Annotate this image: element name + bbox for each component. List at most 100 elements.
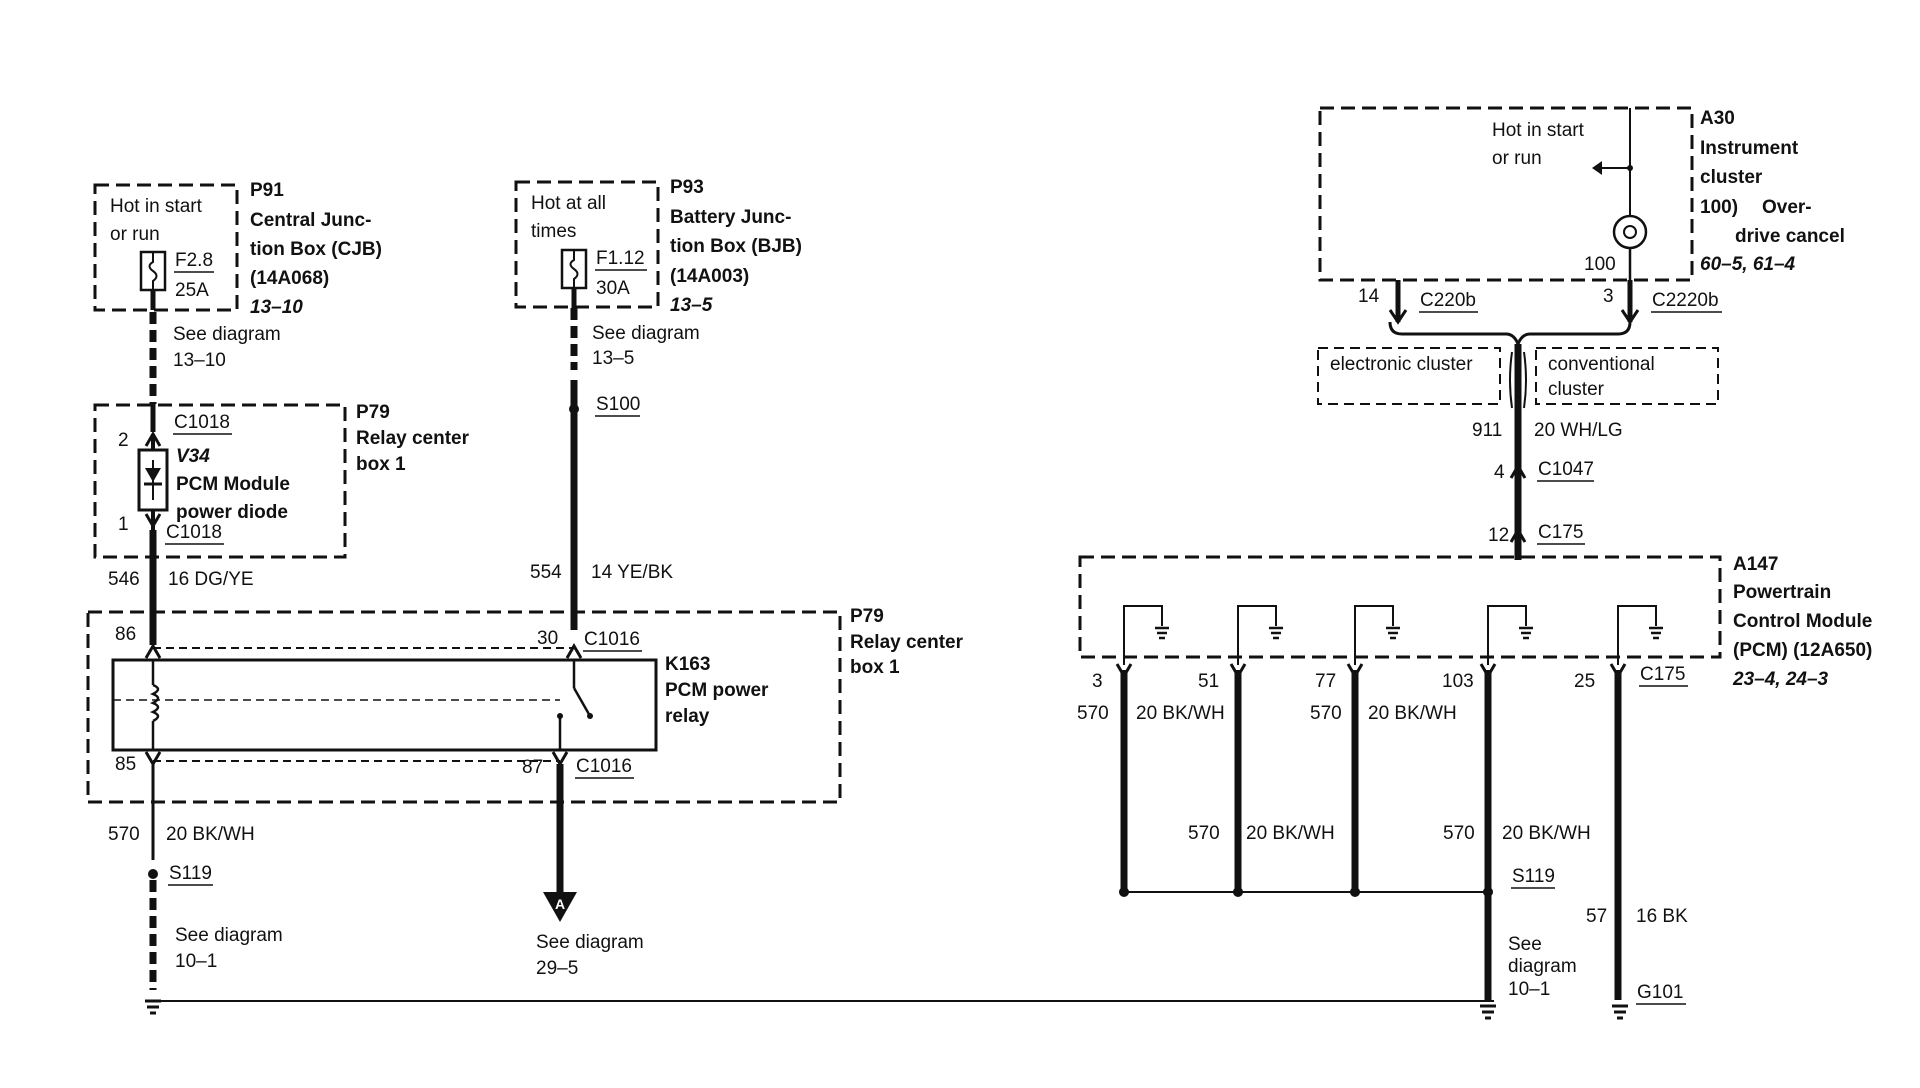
p93-name-1: Battery Junc-: [670, 207, 791, 228]
a30-ref: 60–5, 61–4: [1700, 254, 1796, 275]
pcm-internal-ground-icon: [1487, 605, 1533, 665]
ground-right-icons: [1480, 1004, 1628, 1020]
diode-pin-top: 2: [118, 430, 129, 451]
p93-part-number: (14A003): [670, 266, 749, 287]
cluster-options: electronic cluster conventional cluster: [1317, 347, 1719, 409]
wire-570-left: 570 20 BK/WH S119 See diagram 10–1: [108, 762, 1494, 1015]
a147-title: A147: [1733, 554, 1778, 575]
c1047-label: C1047: [1538, 459, 1594, 480]
s100-splice-label: S100: [596, 394, 640, 415]
p91-name-1: Central Junc-: [250, 210, 371, 231]
p93-fuse-element-icon: [569, 250, 579, 288]
p93-title: P93: [670, 177, 704, 198]
left-see-diagram: See diagram: [175, 925, 283, 946]
a147-name-2: Control Module: [1733, 611, 1872, 632]
pcm-wire-570-a-spec: 20 BK/WH: [1136, 703, 1225, 724]
g101-wire-spec: 16 BK: [1636, 906, 1688, 927]
p79a-title: P79: [356, 402, 390, 423]
wire-911: 911 20 WH/LG 4 C1047 12 C175: [1472, 344, 1623, 560]
c2220b-label: C2220b: [1652, 290, 1719, 311]
diode-id: V34: [176, 446, 210, 467]
a30-instrument-cluster: Hot in start or run 100 A30 Instrument c…: [1318, 106, 1845, 349]
relay-switch-icon: [572, 687, 592, 717]
wire-554-number: 554: [530, 562, 562, 583]
c1047-chevron-icon: [1509, 463, 1527, 479]
p79-diode-box: C1018 2 V34 PCM Module power diode 1 C10…: [93, 402, 470, 559]
pcm-internal-ground-icon: [1123, 605, 1169, 665]
wire-911-number: 911: [1472, 420, 1502, 441]
wire-546: 546 16 DG/YE: [108, 530, 254, 645]
p93-fuse-rating: 30A: [596, 278, 630, 299]
pcm-wire-570-c-number: 570: [1188, 823, 1220, 844]
ground-s119-icon: [1480, 1004, 1496, 1020]
diode-name-1: PCM Module: [176, 474, 290, 495]
pcm-pin-51: 51: [1198, 671, 1219, 692]
p79a-name-2: box 1: [356, 454, 406, 475]
pcm-see-line-3: 10–1: [1508, 979, 1550, 1000]
relay-coil-icon: [149, 683, 160, 723]
p79b-name-2: box 1: [850, 657, 900, 678]
wire-570-left-spec: 20 BK/WH: [166, 824, 255, 845]
left-see-diagram-ref: 10–1: [175, 951, 217, 972]
p93-hot-line-1: Hot at all: [531, 193, 606, 214]
a30-name-1: Instrument: [1700, 138, 1799, 159]
p93-see-diagram: See diagram: [592, 323, 700, 344]
pcm-wire-570-d-number: 570: [1443, 823, 1475, 844]
pcm-wire-570-b-spec: 20 BK/WH: [1368, 703, 1457, 724]
p91-central-junction-box: Hot in start or run F2.8 25A P91 Central…: [93, 180, 382, 318]
pin-86-chevron-icon: [144, 643, 162, 659]
pcm-pin-3: 3: [1092, 671, 1103, 692]
a147-name-1: Powertrain: [1733, 582, 1831, 603]
a30-detail-2: Over-: [1762, 197, 1812, 218]
p93-see-diagram-ref: 13–5: [592, 348, 634, 369]
p79b-name-1: Relay center: [850, 632, 964, 653]
c220b-chevron-icon: [1388, 309, 1408, 325]
a147-c175-label: C175: [1640, 664, 1685, 685]
a30-name-2: cluster: [1700, 167, 1763, 188]
wire-546-spec: 16 DG/YE: [168, 569, 254, 590]
a30-detail-1: 100): [1700, 197, 1738, 218]
wire-546-number: 546: [108, 569, 140, 590]
wire-p91-to-p79: See diagram 13–10: [149, 290, 281, 432]
arrow-a-icon: [543, 892, 577, 922]
pcm-pin-25: 25: [1574, 671, 1595, 692]
ground-g101-icon: [1612, 1004, 1628, 1020]
relay-k163-body: [111, 658, 658, 752]
pcm-wire-570-a-number: 570: [1077, 703, 1109, 724]
pin-87-label: 87: [522, 757, 543, 778]
p91-ref: 13–10: [250, 297, 303, 318]
pcm-output-wires: 3 51 77 103 25 570 20 BK/WH 570 20 BK/WH…: [1077, 663, 1688, 1005]
pcm-wire-570-b-number: 570: [1310, 703, 1342, 724]
p91-see-diagram: See diagram: [173, 324, 281, 345]
relay-k163-name-1: PCM power: [665, 680, 769, 701]
relay-k163-name-2: relay: [665, 706, 710, 727]
a147-pcm-box: A147 Powertrain Control Module (PCM) (12…: [1078, 554, 1872, 690]
wire-to-arrow-a: A See diagram 29–5: [536, 764, 644, 979]
pin-86-label: 86: [115, 624, 136, 645]
pin-87-chevron-icon: [551, 751, 569, 767]
p93-name-2: tion Box (BJB): [670, 236, 802, 257]
wire-554: See diagram 13–5 S100 554 14 YE/BK: [530, 288, 700, 630]
g101-label: G101: [1637, 982, 1683, 1003]
p91-fuse-id: F2.8: [175, 250, 213, 271]
pcm-pin-77: 77: [1315, 671, 1336, 692]
p91-part-number: (14A068): [250, 268, 329, 289]
a30-title: A30: [1700, 108, 1735, 129]
a147-ref: 23–4, 24–3: [1732, 669, 1829, 690]
pcm-wire-570-c-spec: 20 BK/WH: [1246, 823, 1335, 844]
conventional-cluster-line-1: conventional: [1548, 354, 1655, 375]
p93-fuse-id: F1.12: [596, 248, 645, 269]
cluster-selector-brace: [1388, 321, 1632, 349]
relay-k163-id: K163: [665, 654, 710, 675]
a147-name-3: (PCM) (12A650): [1733, 640, 1872, 661]
pin-30-chevron-icon: [565, 643, 583, 659]
a30-detail-3: drive cancel: [1735, 226, 1845, 247]
pcm-internal-ground-icon: [1617, 605, 1663, 665]
diode-name-2: power diode: [176, 502, 288, 523]
diode-connector-top: C1018: [174, 412, 230, 433]
c175-pin: 12: [1488, 525, 1509, 546]
p79b-title: P79: [850, 606, 884, 627]
diode-chevron-bottom-icon: [144, 513, 162, 529]
p91-see-diagram-ref: 13–10: [173, 350, 226, 371]
